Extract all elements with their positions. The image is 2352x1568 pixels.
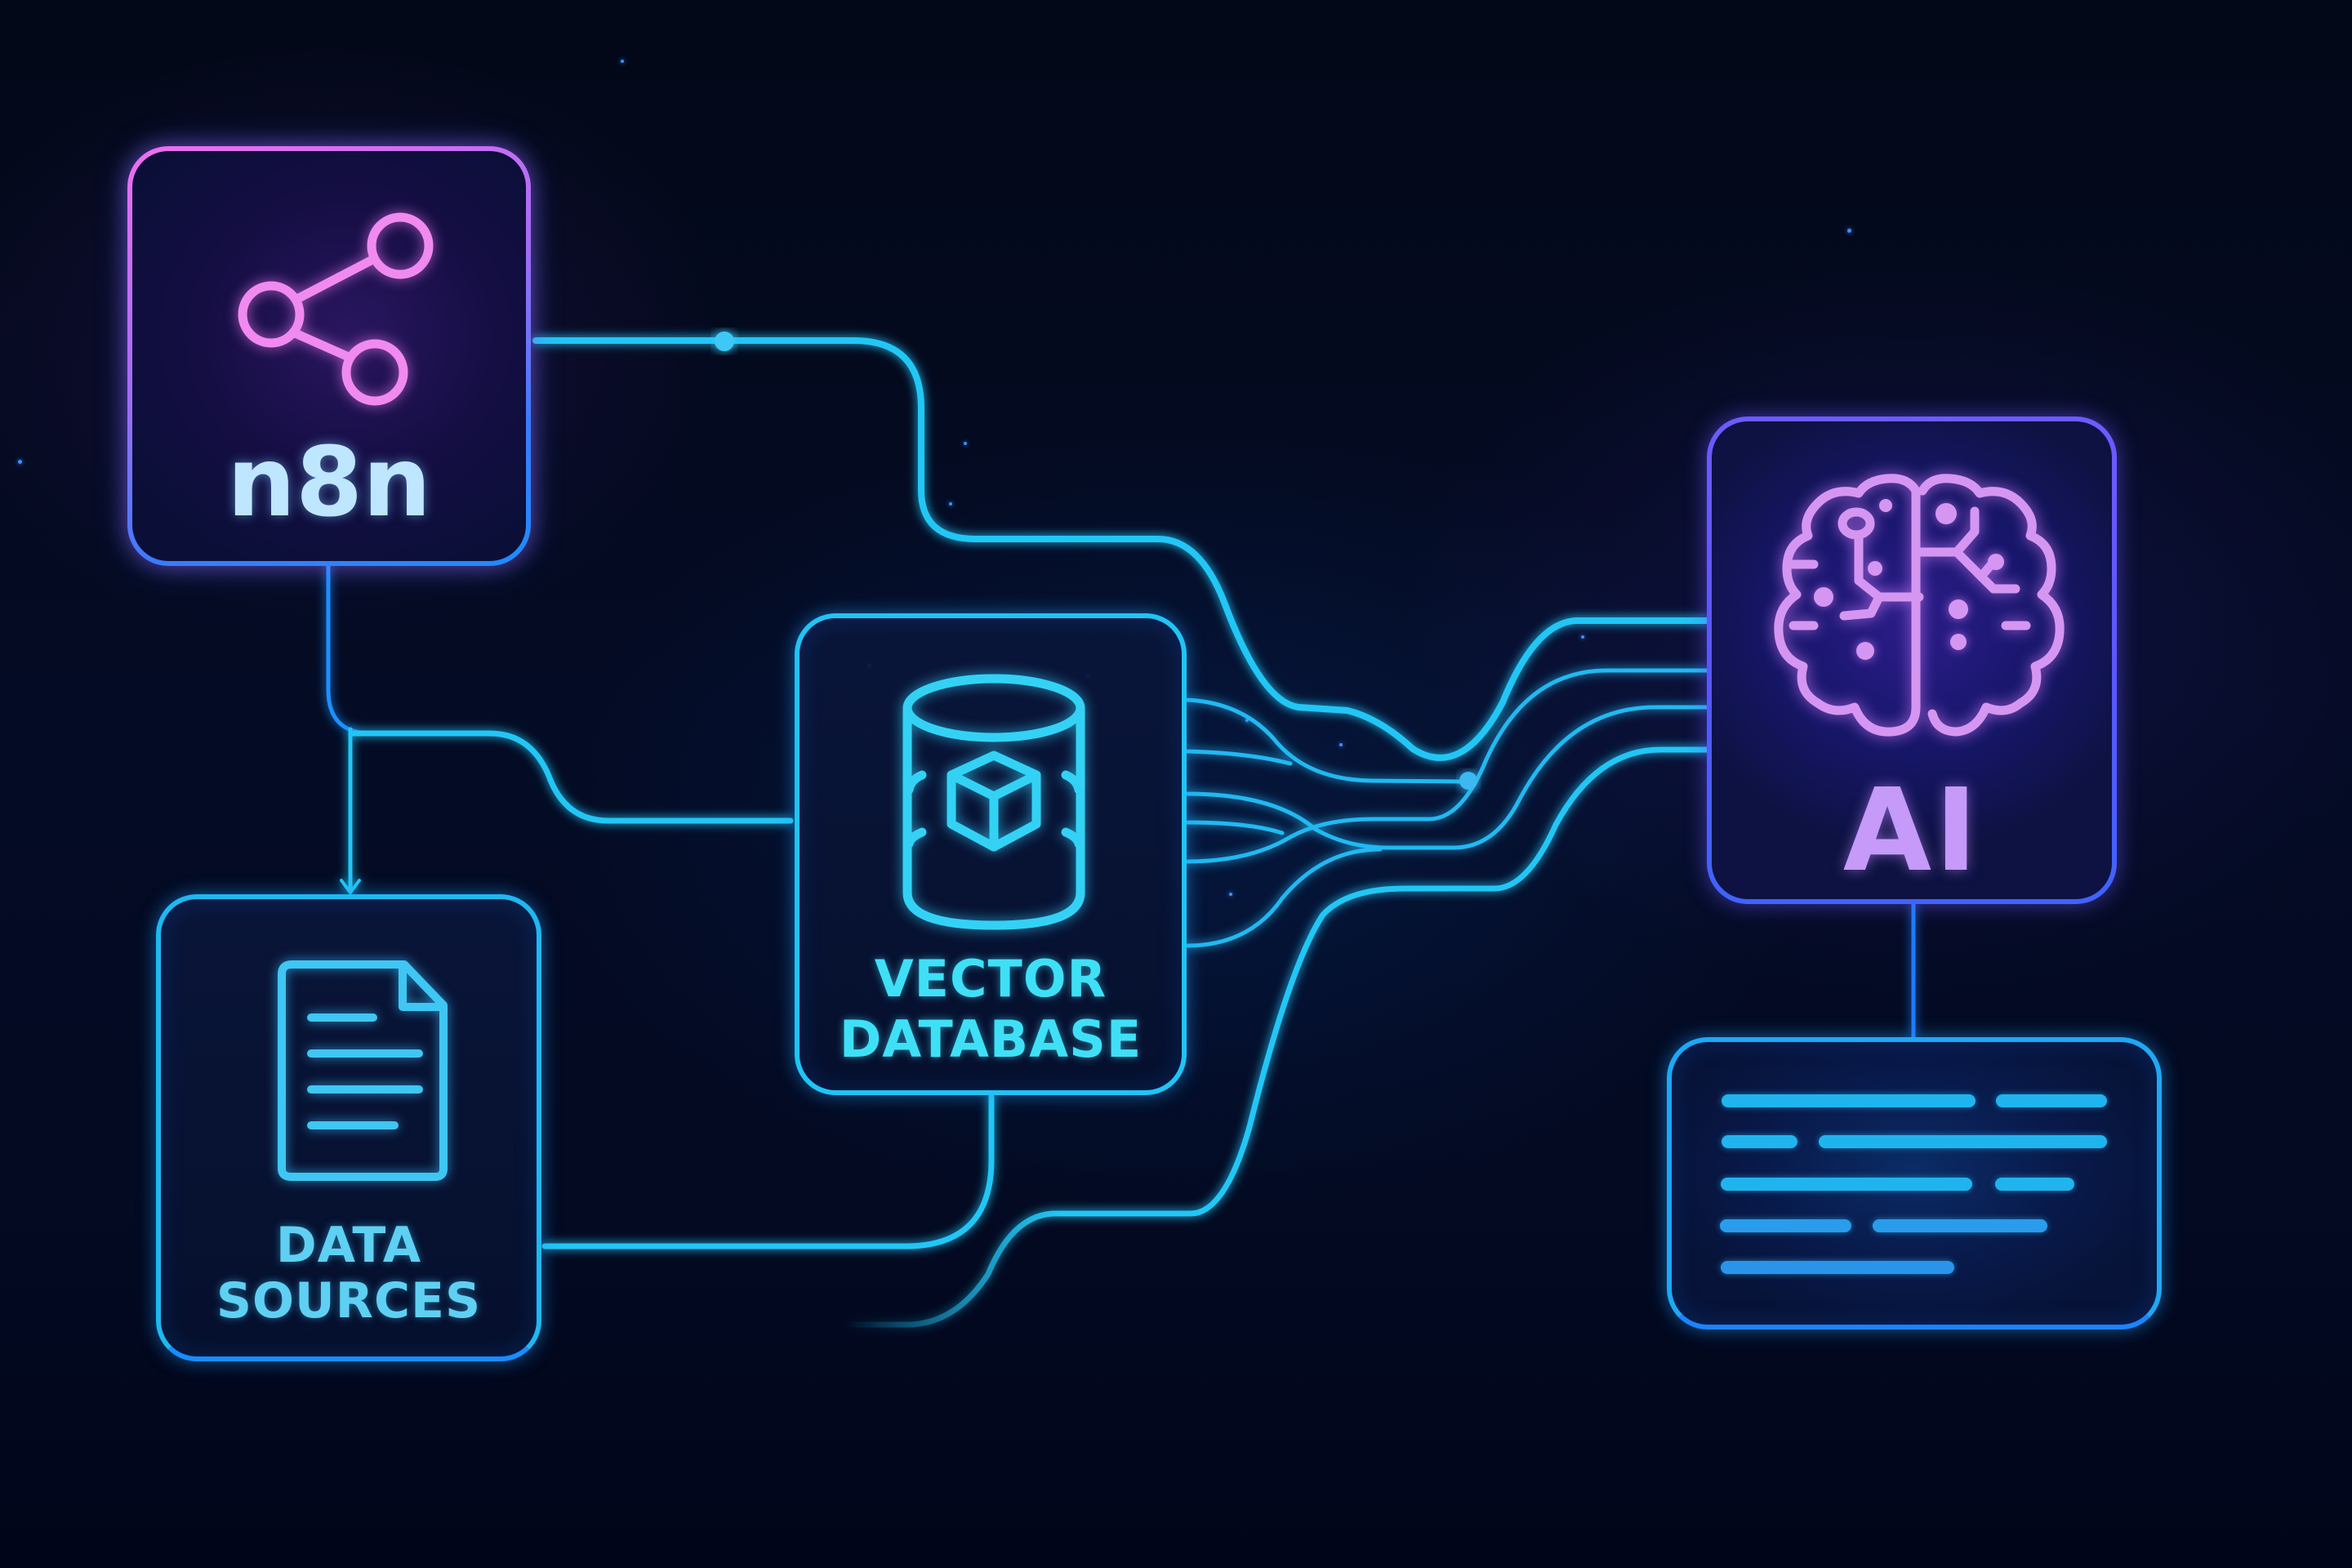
brain-circuit-icon [1774, 474, 2065, 737]
connector-bottom-to-ai [840, 746, 1710, 1328]
node-n8n-label: n8n [226, 425, 432, 538]
connector-dot [715, 332, 734, 351]
node-ai-label: AI [1842, 764, 1981, 898]
star-decoration [1847, 229, 1851, 233]
star-decoration [1581, 635, 1584, 639]
connector-fan-5 [1184, 668, 1709, 864]
star-decoration [18, 460, 22, 464]
connector-data-to-vector [541, 1093, 995, 1250]
connector-dot [1459, 772, 1477, 790]
text-bar [1995, 1178, 2074, 1191]
share-nodes-icon [238, 212, 434, 406]
connector-fan-1 [1184, 697, 1464, 784]
label-line: SOURCES [216, 1272, 482, 1330]
document-icon [278, 960, 448, 1181]
text-bar [1722, 1135, 1797, 1148]
connector-n8n-down [326, 564, 374, 736]
node-n8n[interactable]: n8n [127, 146, 531, 566]
text-bar [1873, 1219, 2047, 1232]
node-n8n-body: n8n [132, 151, 526, 561]
node-data-sources[interactable]: DATA SOURCES [156, 894, 541, 1361]
star-decoration [1229, 893, 1232, 896]
arrow-head-icon [340, 879, 361, 896]
node-vector-database-label: VECTOR DATABASE [800, 949, 1182, 1070]
star-decoration [621, 60, 624, 63]
text-bar [1819, 1135, 2107, 1148]
node-vector-database[interactable]: VECTOR DATABASE [795, 613, 1187, 1095]
database-cube-icon [902, 674, 1085, 930]
text-bar [1720, 1219, 1851, 1232]
text-bar [1721, 1178, 1972, 1191]
label-line: DATABASE [839, 1009, 1143, 1069]
node-ai-body: AI [1712, 421, 2112, 899]
node-data-sources-label: DATA SOURCES [161, 1218, 537, 1329]
text-bar [1721, 1261, 1954, 1274]
connector-fan-6 [1184, 847, 1383, 948]
node-ai[interactable]: AI [1707, 416, 2117, 904]
connector-n8n-to-vector [348, 730, 794, 824]
label-line: DATA [275, 1217, 422, 1274]
star-decoration [1245, 719, 1249, 722]
star-decoration [1339, 743, 1343, 746]
connector-fan-3 [1184, 705, 1709, 850]
connector-fan-4 [1184, 820, 1285, 835]
star-decoration [949, 502, 952, 506]
text-bar [1722, 1094, 1976, 1107]
connector-n8n-to-ai [532, 337, 1710, 761]
star-decoration [964, 442, 967, 445]
text-bar [1996, 1094, 2107, 1107]
label-line: VECTOR [874, 949, 1107, 1009]
connector-fan-2 [1184, 749, 1293, 766]
